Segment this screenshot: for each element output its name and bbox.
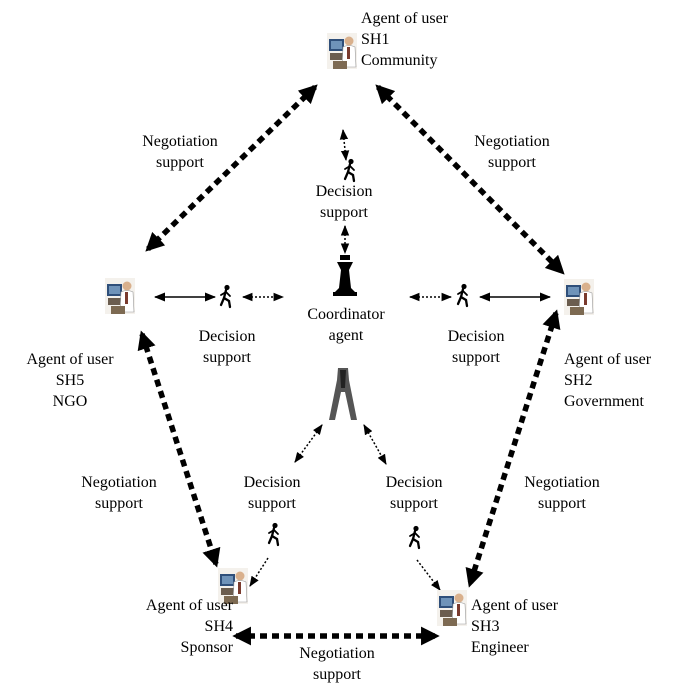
decision-arrow-coordinator-lower-left <box>294 424 323 463</box>
user-at-computer-icon <box>563 278 595 316</box>
running-person-icon <box>267 521 280 547</box>
negotiation-arrow-sh1-sh5 <box>145 84 318 252</box>
decision-arrow-lower-left-sh4 <box>249 557 269 587</box>
running-person-icon <box>456 282 469 308</box>
tower-icon <box>329 368 357 420</box>
user-at-computer-icon <box>104 277 136 315</box>
user-at-computer-icon <box>326 32 358 70</box>
running-person-icon <box>343 157 356 183</box>
decision-arrow-coordinator-lower-right <box>363 424 387 465</box>
negotiation-arrow-sh5-sh4 <box>137 330 221 568</box>
running-person-icon <box>219 283 232 309</box>
chess-piece-icon <box>333 255 357 296</box>
running-person-icon <box>408 524 421 550</box>
decision-arrow-sh1-top-agent <box>339 128 350 162</box>
decision-arrow-lower-right-sh3 <box>416 559 441 591</box>
user-at-computer-icon <box>436 589 468 627</box>
negotiation-arrow-sh1-sh2 <box>375 84 565 275</box>
